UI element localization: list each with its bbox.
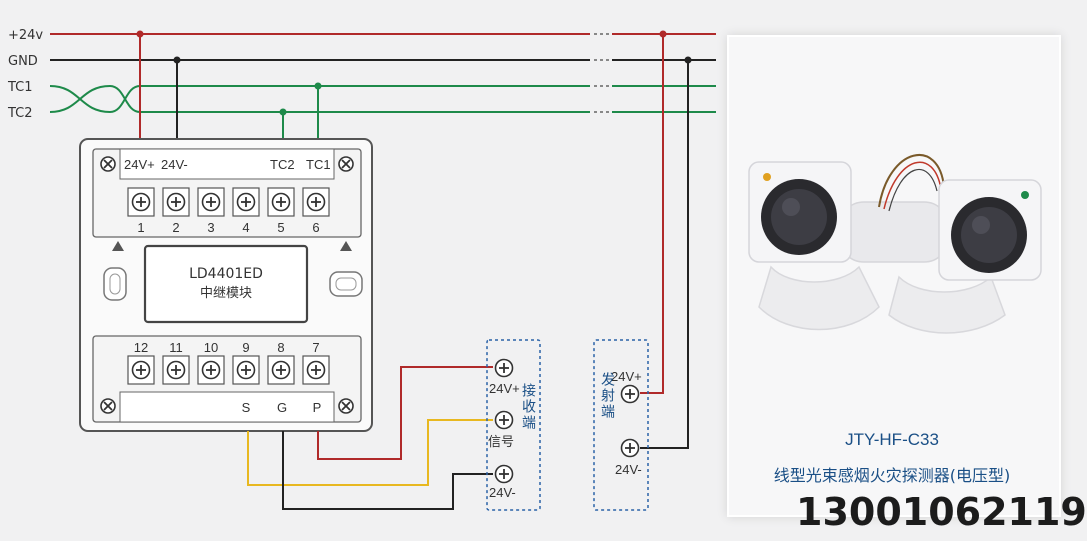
transmitter-title: 发射端: [599, 372, 615, 420]
phone-number: 13001062119: [796, 490, 1087, 534]
module-label-window: [143, 244, 309, 324]
terminal-number: 5: [277, 220, 284, 235]
beam-detector-illustration: JTY-HF-C33 线型光束感烟火灾探测器(电压型): [748, 154, 1042, 485]
bottom-terminal-block: [127, 355, 330, 385]
arrow-up-icon: [340, 241, 352, 251]
label-p: P: [313, 400, 322, 415]
relay-module: 24V+ 24V- TC2 TC1 1 2 3 4 5 6: [79, 138, 373, 432]
bus-label-gnd: GND: [8, 54, 38, 69]
wire-red-module-receiver: [317, 366, 493, 460]
terminal-number: 11: [169, 340, 183, 355]
receiver-title: 接收端: [520, 382, 536, 431]
receiver-label-signal: 信号: [488, 435, 514, 450]
side-knob-right: [329, 271, 363, 297]
bus-label-tc1: TC1: [7, 80, 33, 95]
bus-label-tc2: TC2: [7, 106, 33, 121]
product-photo-panel: JTY-HF-C33 线型光束感烟火灾探测器(电压型): [727, 35, 1061, 517]
terminal-number: 4: [242, 220, 249, 235]
arrow-up-icon: [112, 241, 124, 251]
terminal-number: 9: [242, 340, 249, 355]
wire-black-module-receiver: [282, 431, 493, 510]
label-24v-minus: 24V-: [161, 157, 188, 172]
terminal-number: 2: [172, 220, 179, 235]
status-led-icon: [763, 173, 771, 181]
terminal-number: 8: [277, 340, 284, 355]
side-knob-left: [103, 267, 127, 301]
receiver-label-24v-minus: 24V-: [489, 485, 516, 500]
wire-gnd-transmitter: [640, 60, 689, 449]
module-name: 中继模块: [200, 286, 252, 301]
terminal-number: 12: [134, 340, 148, 355]
terminal-number: 10: [204, 340, 218, 355]
bus-line-tc1: [49, 85, 590, 114]
terminal-number: 7: [312, 340, 319, 355]
top-terminal-block: [127, 187, 330, 217]
receiver-label-24v-plus: 24V+: [489, 381, 520, 396]
label-g: G: [277, 400, 287, 415]
line-break-dots: [594, 33, 609, 113]
product-name: 线型光束感烟火灾探测器(电压型): [774, 466, 1011, 485]
label-tc2: TC2: [270, 157, 295, 172]
terminal-number: 3: [207, 220, 214, 235]
status-led-icon: [1021, 191, 1029, 199]
bus-line-tc2: [49, 84, 590, 113]
label-24v-plus: 24V+: [124, 157, 155, 172]
label-s: S: [242, 400, 251, 415]
bus-label-24v: +24v: [8, 28, 43, 43]
terminal-number: 6: [312, 220, 319, 235]
module-model: LD4401ED: [189, 266, 263, 282]
transmitter-label-24v-plus: 24V+: [611, 369, 642, 384]
transmitter-terminal-box: 24V+ 24V- 发射端: [593, 339, 649, 511]
wire-yellow-module-receiver: [247, 419, 493, 486]
label-tc1: TC1: [306, 157, 331, 172]
receiver-terminal-box: 24V+ 信号 24V- 接收端: [486, 339, 541, 511]
product-model: JTY-HF-C33: [845, 430, 939, 449]
terminal-number: 1: [137, 220, 144, 235]
transmitter-label-24v-minus: 24V-: [615, 462, 642, 477]
bus-lines: [49, 33, 716, 114]
wire-24v-transmitter: [640, 34, 664, 394]
